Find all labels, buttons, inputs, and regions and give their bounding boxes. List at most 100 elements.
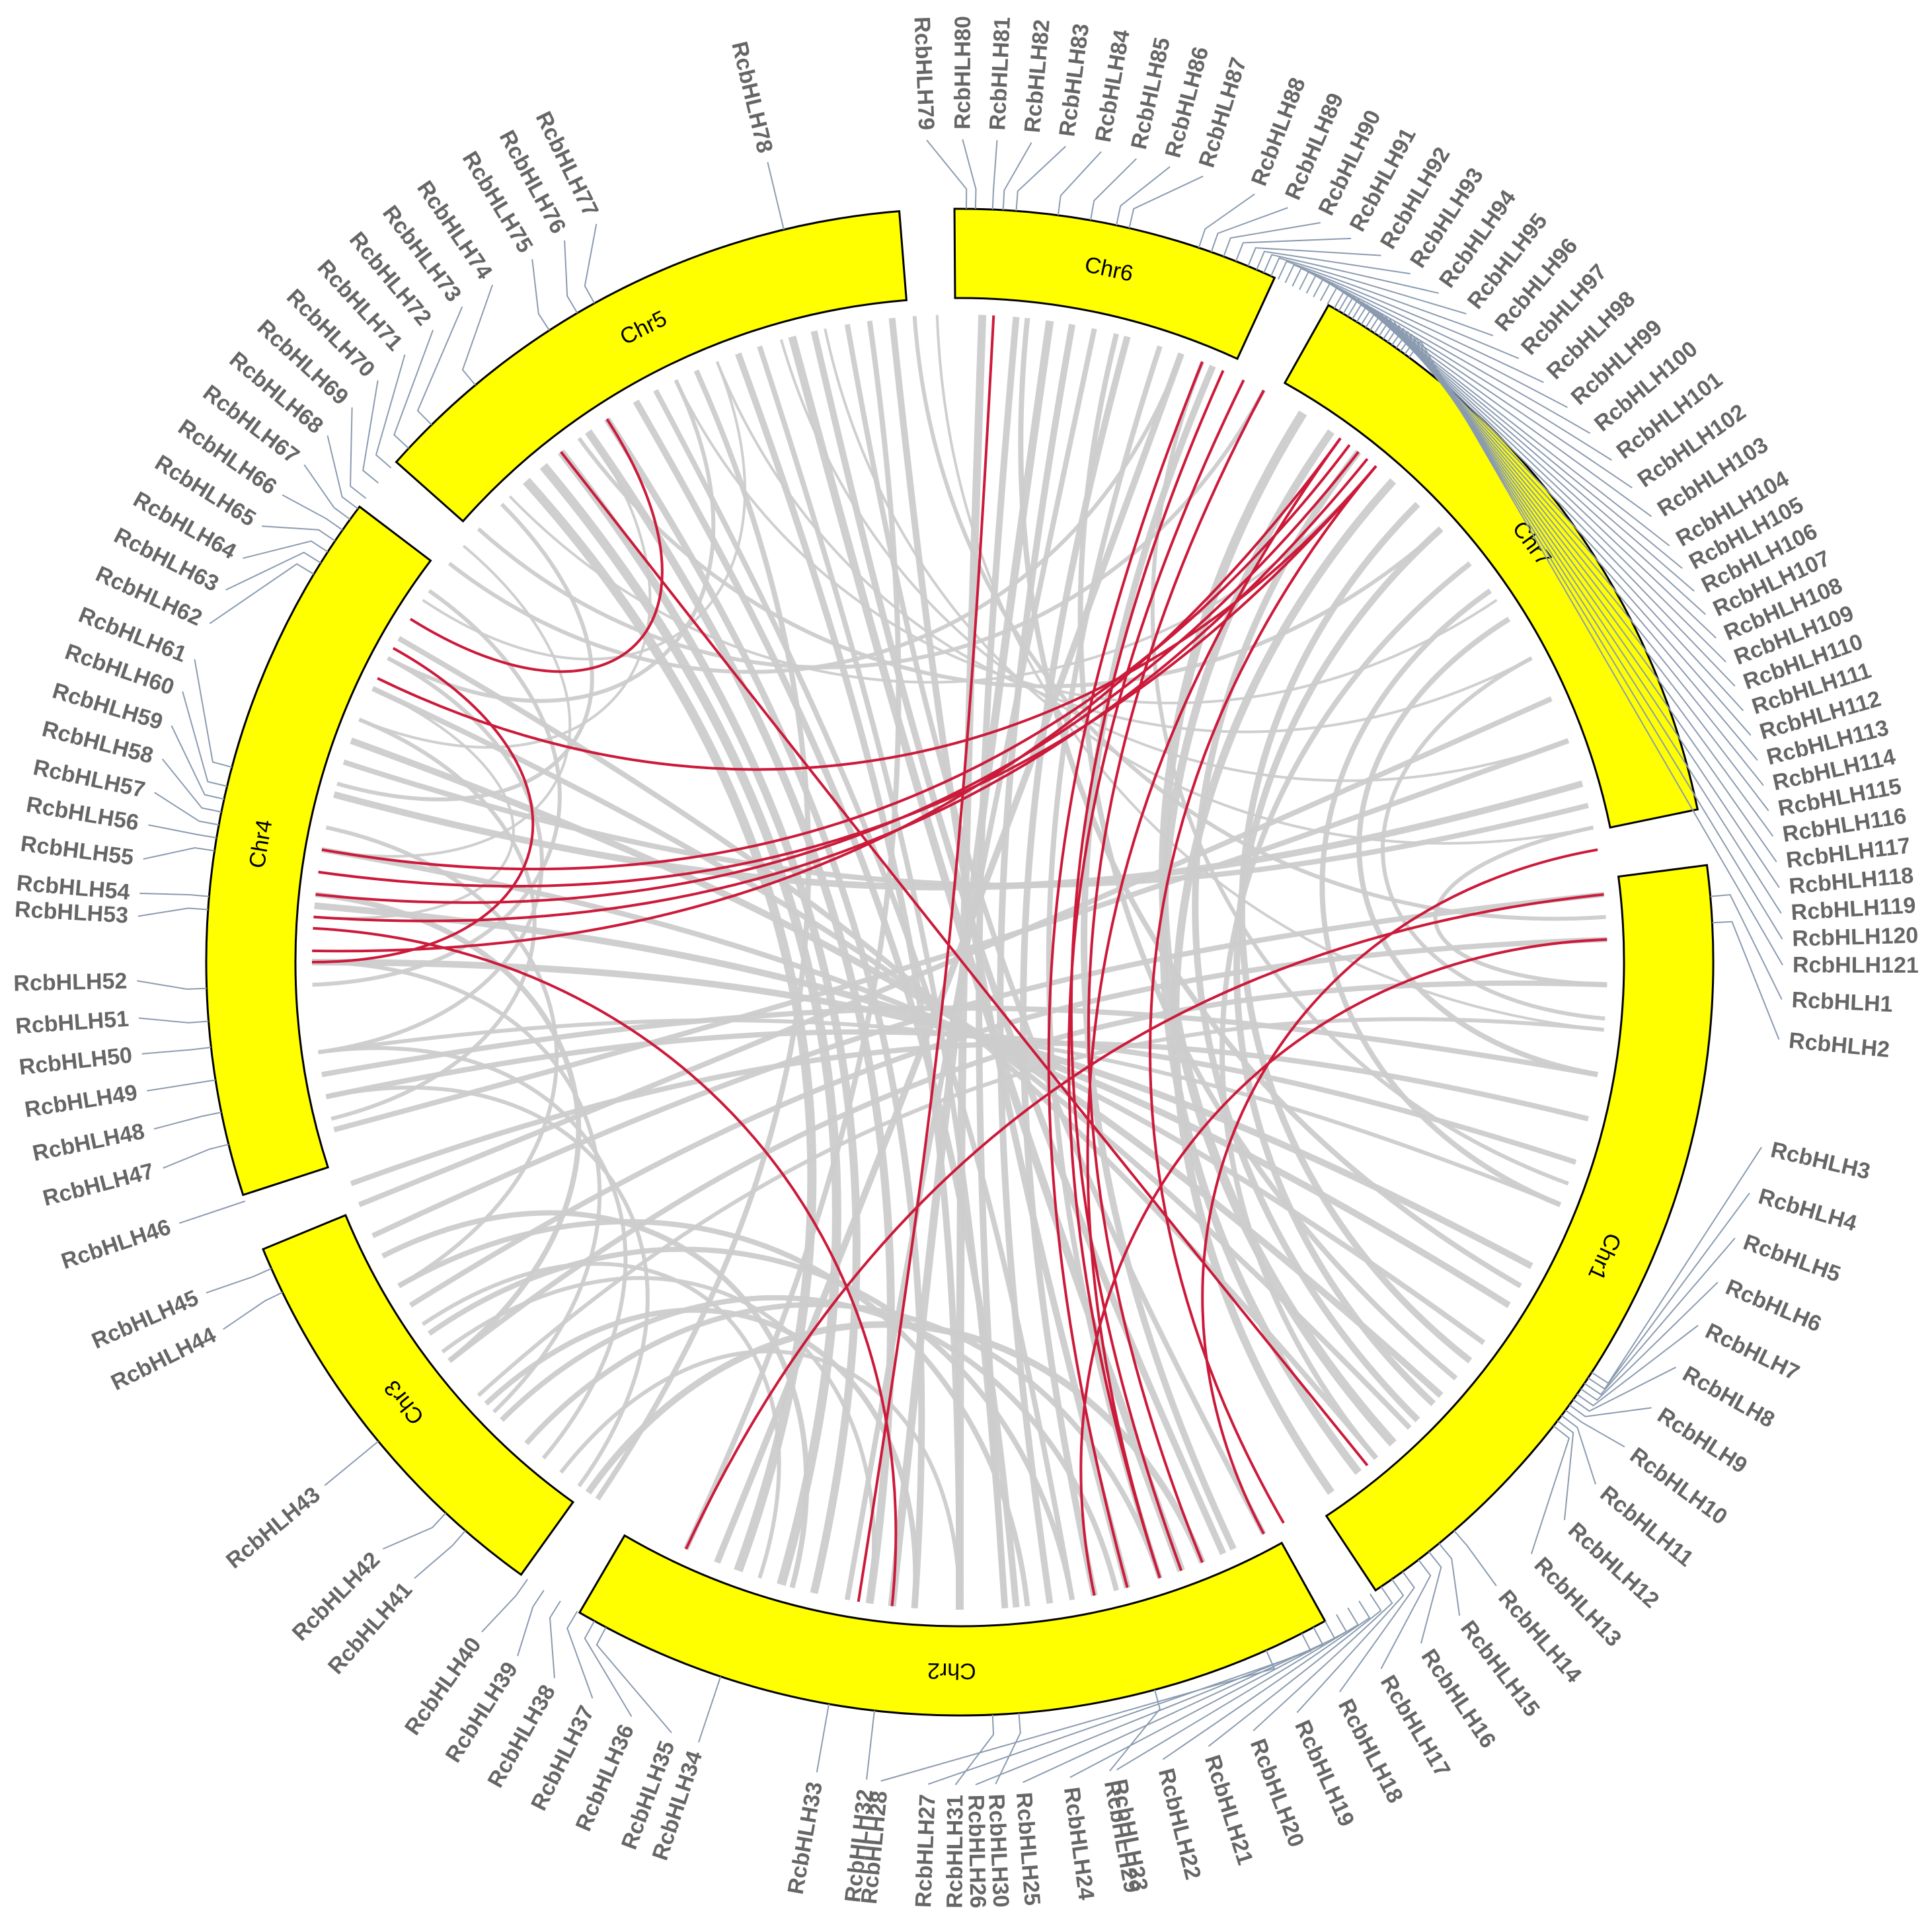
gene-label: RcbHLH46 (58, 1215, 174, 1275)
collinear-link (1219, 561, 1472, 1460)
gene-tick (194, 659, 233, 768)
gene-tick (153, 1111, 222, 1130)
gene-tick (564, 240, 578, 314)
gene-tick (1333, 290, 1670, 546)
collinear-link (441, 1276, 876, 1604)
gene-tick (1057, 151, 1102, 215)
gene-tick (1284, 264, 1520, 359)
gene-tick (816, 1704, 830, 1773)
gene-tick (1360, 307, 1736, 687)
collinear-link (1319, 588, 1562, 1207)
collinear-link (1020, 336, 1131, 1597)
collinear-link (524, 1302, 1163, 1579)
gene-tick (137, 907, 208, 917)
gene-label: RcbHLH3 (1768, 1137, 1873, 1184)
chromosome-chr5 (395, 210, 908, 523)
gene-tick (375, 354, 406, 469)
gene-tick (1296, 1579, 1405, 1713)
collinear-link (330, 718, 537, 1121)
gene-label: RcbHLH2 (1788, 1028, 1891, 1063)
gene-tick (1347, 298, 1707, 615)
gene-tick (1299, 271, 1568, 408)
segmental-duplication-link (560, 451, 1369, 1466)
gene-label: RcbHLH30 (984, 1793, 1013, 1908)
gene-tick (926, 139, 968, 209)
gene-tick (1580, 1281, 1719, 1401)
collinear-link (1171, 478, 1397, 1495)
collinear-link (508, 465, 1377, 684)
gene-tick (147, 1079, 216, 1092)
gene-tick (880, 1650, 1276, 1782)
collinear-link (447, 980, 1607, 1363)
gene-tick (962, 139, 977, 209)
gene-tick (303, 464, 351, 520)
collinear-link (313, 687, 515, 920)
gene-tick (223, 1291, 283, 1330)
gene-label: RcbHLH51 (15, 1006, 130, 1039)
gene-label: RcbHLH83 (1054, 22, 1094, 138)
gene-label: RcbHLH79 (909, 16, 939, 130)
collinear-link (1433, 825, 1607, 987)
gene-tick (995, 1713, 1021, 1785)
gene-tick (531, 259, 550, 331)
gene-tick (179, 1200, 246, 1224)
gene-label: RcbHLH47 (40, 1158, 157, 1211)
gene-tick (327, 435, 359, 509)
segmental-duplication-link (377, 465, 1377, 771)
gene-label: RcbHLH31 (943, 1795, 968, 1908)
gene-label: RcbHLH82 (1020, 19, 1055, 134)
segmental-duplication-link (1149, 465, 1377, 1524)
gene-tick (1223, 222, 1321, 257)
gene-tick (1198, 193, 1255, 248)
gene-tick (1235, 237, 1352, 262)
gene-label: RcbHLH33 (783, 1780, 828, 1897)
collinear-link (674, 379, 1498, 704)
gene-tick (1356, 304, 1726, 663)
gene-tick (138, 1017, 209, 1024)
gene-tick (584, 1620, 633, 1717)
gene-tick (1339, 1571, 1415, 1692)
gene-tick (1373, 315, 1758, 761)
gene-label: RcbHLH121 (1793, 952, 1919, 978)
segmental-duplication-link (1087, 389, 1265, 1563)
gene-label: RcbHLH1 (1791, 987, 1894, 1017)
gene-tick (382, 1513, 447, 1550)
gene-tick (1370, 313, 1752, 736)
segmental-duplication-link (313, 926, 898, 1606)
gene-tick (1438, 1543, 1461, 1616)
segmental-duplication-link (321, 444, 1351, 871)
gene-tick (1015, 145, 1067, 211)
segmental-duplication-link (1047, 361, 1204, 1589)
gene-label: RcbHLH27 (911, 1793, 941, 1908)
gene-tick (225, 551, 321, 591)
gene-tick (1576, 1324, 1699, 1407)
gene-tick (1263, 254, 1439, 294)
gene-tick (1338, 293, 1683, 569)
gene-tick (243, 540, 328, 559)
gene-tick (596, 1627, 672, 1733)
gene-tick (1069, 1614, 1348, 1778)
gene-tick (1277, 260, 1494, 336)
gene-tick (1208, 1593, 1382, 1747)
collinear-link (397, 1219, 1030, 1607)
gene-tick (1023, 1620, 1336, 1784)
collinear-link (350, 1040, 1589, 1186)
collinear-link (716, 361, 1533, 733)
gene-label: RcbHLH119 (1791, 893, 1917, 925)
gene-label: RcbHLH43 (221, 1482, 325, 1574)
segmental-duplication-link (857, 315, 995, 1602)
gene-tick (209, 563, 315, 624)
collinear-links (311, 315, 1607, 1610)
chromosome-chr4 (205, 505, 432, 1197)
segmental-duplication-link (685, 893, 1604, 1550)
collinear-link (997, 324, 1076, 1604)
collinear-link (421, 1261, 781, 1579)
gene-tick (1400, 334, 1782, 914)
gene-tick (350, 407, 367, 499)
gene-tick (282, 494, 343, 531)
gene-tick (1270, 257, 1467, 315)
collinear-link (604, 417, 925, 1608)
gene-tick (163, 1143, 229, 1169)
gene-tick (1557, 1420, 1574, 1521)
